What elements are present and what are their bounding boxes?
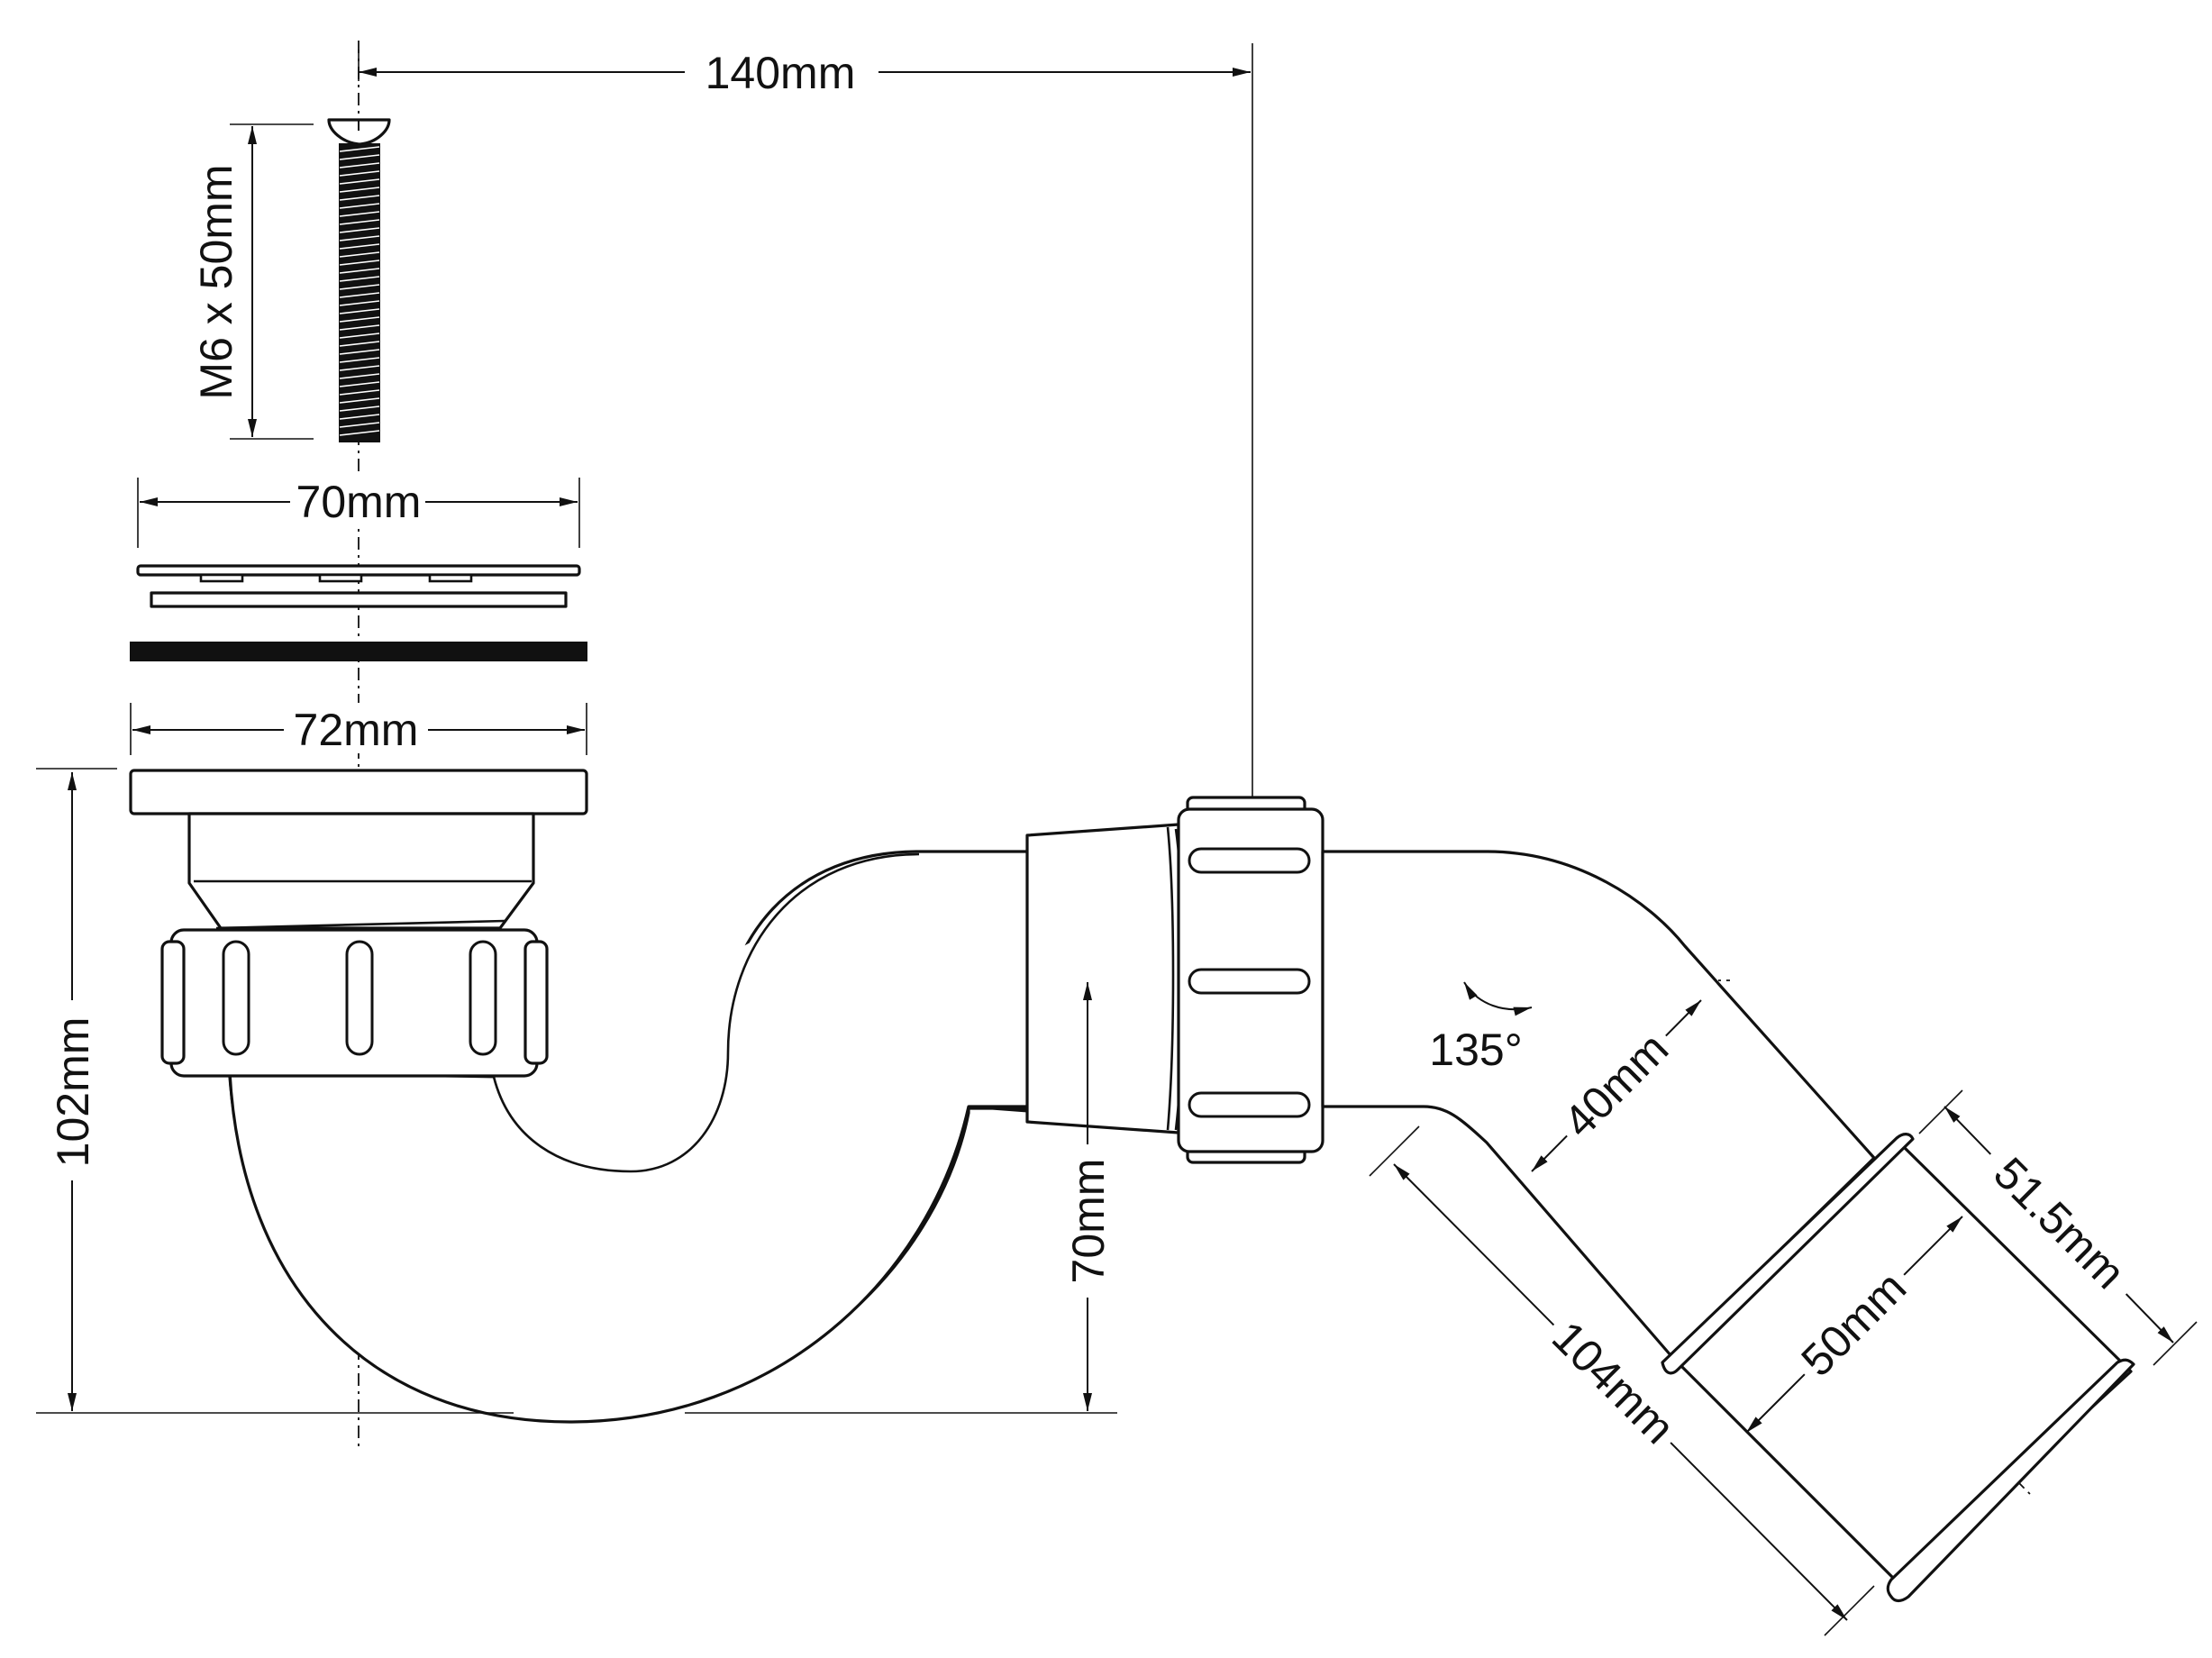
screw-thread-line bbox=[339, 195, 380, 201]
union-nut bbox=[1025, 796, 1324, 1164]
label-angle: 135° bbox=[1429, 1025, 1522, 1075]
trap-top-assembly bbox=[129, 769, 588, 1078]
outlet-pipe bbox=[1321, 850, 2135, 1603]
screw-thread-line bbox=[339, 178, 380, 185]
outlet-nut-slot-top bbox=[1188, 847, 1311, 874]
screw-thread-line bbox=[339, 219, 380, 225]
label-outlet-height: 70mm bbox=[1063, 1159, 1114, 1284]
screw-thread-line bbox=[339, 276, 380, 282]
screw-thread-line bbox=[339, 405, 380, 412]
top-nut-cap-left bbox=[160, 940, 186, 1065]
screw-thread-line bbox=[339, 203, 380, 209]
screw-thread-line bbox=[339, 316, 380, 323]
screw-thread-line bbox=[339, 146, 380, 152]
label-offset: 140mm bbox=[705, 48, 856, 98]
screw-thread-line bbox=[339, 414, 380, 420]
union-cone bbox=[1025, 823, 1180, 1134]
screw-shaft bbox=[339, 143, 380, 442]
screw-thread-line bbox=[339, 324, 380, 331]
screw-thread-line bbox=[339, 389, 380, 396]
body-thread-1 bbox=[215, 919, 505, 930]
screw-thread-line bbox=[339, 373, 380, 379]
body-flange bbox=[129, 769, 588, 815]
grate-tab-3 bbox=[428, 573, 473, 583]
label-grate-width: 70mm bbox=[296, 477, 422, 527]
top-nut-slot-mid bbox=[345, 940, 374, 1056]
outlet-nut-slot-mid bbox=[1188, 968, 1311, 995]
screw-thread-line bbox=[339, 227, 380, 233]
screw-thread-line bbox=[339, 187, 380, 193]
screw-thread-line bbox=[339, 381, 380, 387]
rubber-washer bbox=[130, 642, 587, 661]
trap-body bbox=[228, 850, 1031, 1424]
screw-thread-line bbox=[339, 300, 380, 306]
screw-thread-line bbox=[339, 268, 380, 274]
clamp-ring bbox=[150, 591, 568, 608]
screw-thread-line bbox=[339, 357, 380, 363]
grate-plate bbox=[136, 564, 581, 577]
screw-thread-line bbox=[339, 422, 380, 428]
body-neck bbox=[187, 812, 535, 930]
screw bbox=[327, 118, 391, 442]
label-body-width: 72mm bbox=[294, 705, 419, 755]
top-nut-cap-right bbox=[523, 940, 549, 1065]
label-total-height: 102mm bbox=[48, 1017, 98, 1168]
label-screw: M6 x 50mm bbox=[191, 164, 241, 399]
screw-thread-line bbox=[339, 170, 380, 177]
grate-assembly bbox=[130, 564, 587, 661]
trap-u-inner bbox=[492, 852, 920, 1173]
grate-tab-2 bbox=[318, 573, 363, 583]
top-nut-slot-left bbox=[222, 940, 250, 1056]
screw-thread-line bbox=[339, 235, 380, 241]
screw-thread-line bbox=[339, 397, 380, 404]
screw-thread-line bbox=[339, 341, 380, 347]
top-nut-slot-right bbox=[469, 940, 497, 1056]
screw-thread-line bbox=[339, 260, 380, 266]
grate-tab-1 bbox=[199, 573, 244, 583]
screw-thread-line bbox=[339, 211, 380, 217]
screw-thread-line bbox=[339, 243, 380, 250]
screw-thread-line bbox=[339, 162, 380, 169]
screw-thread-line bbox=[339, 430, 380, 436]
screw-thread-line bbox=[339, 349, 380, 355]
screw-thread-line bbox=[339, 365, 380, 371]
outlet-spigot-end bbox=[1886, 1358, 2135, 1603]
screw-thread-line bbox=[339, 333, 380, 339]
screw-thread-line bbox=[339, 251, 380, 258]
outlet-nut-slot-bottom bbox=[1188, 1091, 1311, 1118]
screw-thread-line bbox=[339, 154, 380, 160]
screw-thread-line bbox=[339, 284, 380, 290]
screw-thread-line bbox=[339, 292, 380, 298]
union-thread bbox=[1166, 826, 1175, 1131]
screw-thread-line bbox=[339, 308, 380, 314]
